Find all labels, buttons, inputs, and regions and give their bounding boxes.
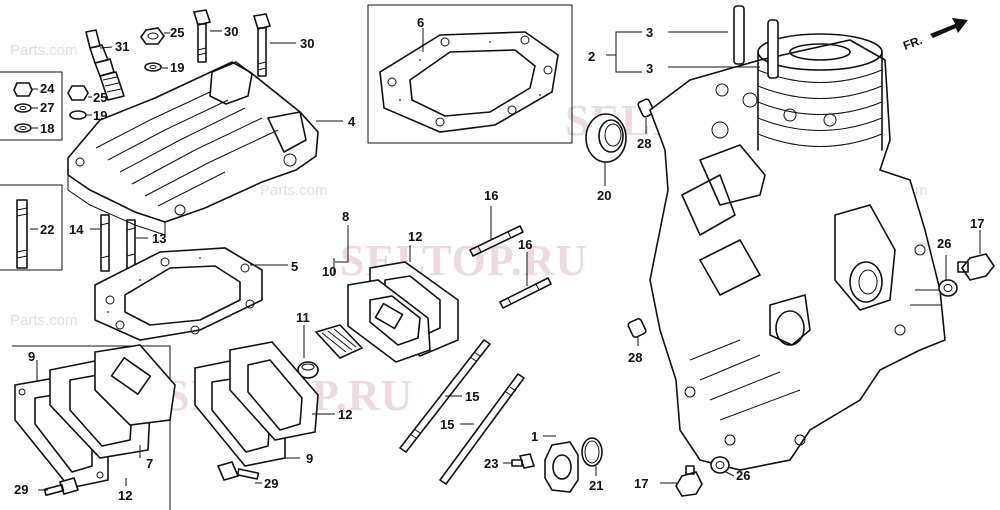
callout-17-bottom: 17 bbox=[634, 476, 648, 491]
washer-19-top bbox=[144, 62, 162, 72]
callout-12-upper: 12 bbox=[408, 229, 422, 244]
callout-16-lower: 16 bbox=[518, 237, 532, 252]
callout-1: 1 bbox=[531, 429, 538, 444]
stud-16-lower bbox=[499, 277, 552, 309]
nut-25-top bbox=[140, 27, 165, 45]
callout-6: 6 bbox=[417, 15, 424, 30]
bolt-29-left bbox=[43, 477, 80, 497]
stud-13 bbox=[126, 219, 136, 269]
watermark-small-2: Parts.com bbox=[260, 182, 328, 199]
callout-30-right: 30 bbox=[300, 36, 314, 51]
front-arrow-icon bbox=[930, 18, 968, 38]
callout-17-right: 17 bbox=[970, 216, 984, 231]
crankcase-cylinder-block bbox=[649, 33, 946, 471]
callout-30-left: 30 bbox=[224, 24, 238, 39]
washer-18 bbox=[14, 123, 32, 133]
callout-26-right: 26 bbox=[937, 236, 951, 251]
spark-plug bbox=[85, 29, 125, 101]
callout-7: 7 bbox=[146, 456, 153, 471]
long-stud-15-lower bbox=[439, 373, 525, 485]
callout-27: 27 bbox=[40, 100, 54, 115]
callout-26-bottom: 26 bbox=[736, 468, 750, 483]
drain-bolt-17-right bbox=[957, 253, 995, 281]
callout-11: 11 bbox=[296, 310, 310, 325]
stud-16-upper bbox=[469, 225, 524, 257]
callout-24: 24 bbox=[40, 81, 55, 96]
nut-25-lower bbox=[67, 85, 89, 101]
head-gasket bbox=[94, 247, 263, 341]
cylinder-head bbox=[67, 61, 319, 236]
cylinder-gasket bbox=[379, 31, 559, 133]
callout-3-lower: 3 bbox=[646, 61, 653, 76]
callout-31: 31 bbox=[115, 39, 129, 54]
callout-18: 18 bbox=[40, 121, 54, 136]
stud-14 bbox=[100, 214, 110, 272]
callout-bracket-8 bbox=[335, 245, 349, 263]
bolt-29-mid bbox=[216, 461, 260, 481]
washer-19-lower bbox=[69, 110, 87, 120]
callout-15-lower: 15 bbox=[440, 417, 454, 432]
callout-4: 4 bbox=[348, 114, 356, 129]
callout-15-upper: 15 bbox=[465, 389, 479, 404]
bolt-30-left bbox=[192, 9, 212, 63]
reed-valve bbox=[347, 279, 431, 363]
bolt-30-right bbox=[252, 13, 272, 77]
reed-filter-element bbox=[314, 324, 364, 359]
o-ring-21 bbox=[581, 437, 603, 467]
callout-29-left: 29 bbox=[14, 482, 28, 497]
callout-2: 2 bbox=[588, 49, 595, 64]
long-stud-15-upper bbox=[399, 339, 491, 453]
callout-box-lower-left bbox=[12, 345, 171, 510]
dowel-post-3-right bbox=[767, 19, 779, 79]
bolt-23 bbox=[511, 453, 536, 469]
callout-19-top: 19 bbox=[170, 60, 184, 75]
callout-13: 13 bbox=[152, 231, 166, 246]
callout-box-22 bbox=[0, 184, 63, 271]
callout-28-lower: 28 bbox=[628, 350, 642, 365]
reed-plate-12-mid bbox=[229, 341, 319, 441]
washer-26-bottom bbox=[710, 456, 730, 474]
callout-25-lower: 25 bbox=[93, 90, 107, 105]
plate-1 bbox=[544, 441, 579, 493]
reed-plate-12-left bbox=[94, 344, 176, 426]
watermark-small-3: Parts.com bbox=[10, 312, 78, 329]
callout-bracket-2-3 bbox=[606, 31, 642, 73]
callout-25-top: 25 bbox=[170, 25, 184, 40]
callout-8: 8 bbox=[342, 209, 349, 224]
callout-28-upper: 28 bbox=[637, 136, 651, 151]
callout-10: 10 bbox=[322, 264, 336, 279]
callout-14: 14 bbox=[69, 222, 84, 237]
dowel-pin-28-lower bbox=[627, 317, 647, 339]
dowel-post-3-left bbox=[733, 5, 745, 65]
front-label: FR. bbox=[901, 33, 924, 53]
bushing-11 bbox=[297, 361, 319, 379]
drain-bolt-17-bottom bbox=[675, 465, 703, 497]
washer-26-right bbox=[938, 279, 958, 297]
callout-22: 22 bbox=[40, 222, 54, 237]
stud-22 bbox=[16, 199, 28, 269]
callout-box-24-27-18 bbox=[0, 71, 63, 141]
callout-23: 23 bbox=[484, 456, 498, 471]
callout-21: 21 bbox=[589, 478, 603, 493]
callout-box-6 bbox=[367, 4, 573, 144]
callout-5: 5 bbox=[291, 259, 298, 274]
callout-29-mid: 29 bbox=[264, 476, 278, 491]
callout-12-bottom-left: 12 bbox=[118, 488, 132, 503]
front-direction-indicator: FR. bbox=[901, 18, 968, 53]
nut-24 bbox=[13, 82, 33, 97]
watermark-small-1: Parts.com bbox=[10, 42, 78, 59]
callout-12-mid: 12 bbox=[338, 407, 352, 422]
dowel-pin-28-upper bbox=[637, 98, 655, 118]
oil-seal-20 bbox=[585, 113, 627, 163]
callout-16-upper: 16 bbox=[484, 188, 498, 203]
callout-9-left: 9 bbox=[28, 349, 35, 364]
callout-9-mid: 9 bbox=[306, 451, 313, 466]
washer-27 bbox=[14, 103, 32, 113]
callout-20: 20 bbox=[597, 188, 611, 203]
callout-3-upper: 3 bbox=[646, 25, 653, 40]
